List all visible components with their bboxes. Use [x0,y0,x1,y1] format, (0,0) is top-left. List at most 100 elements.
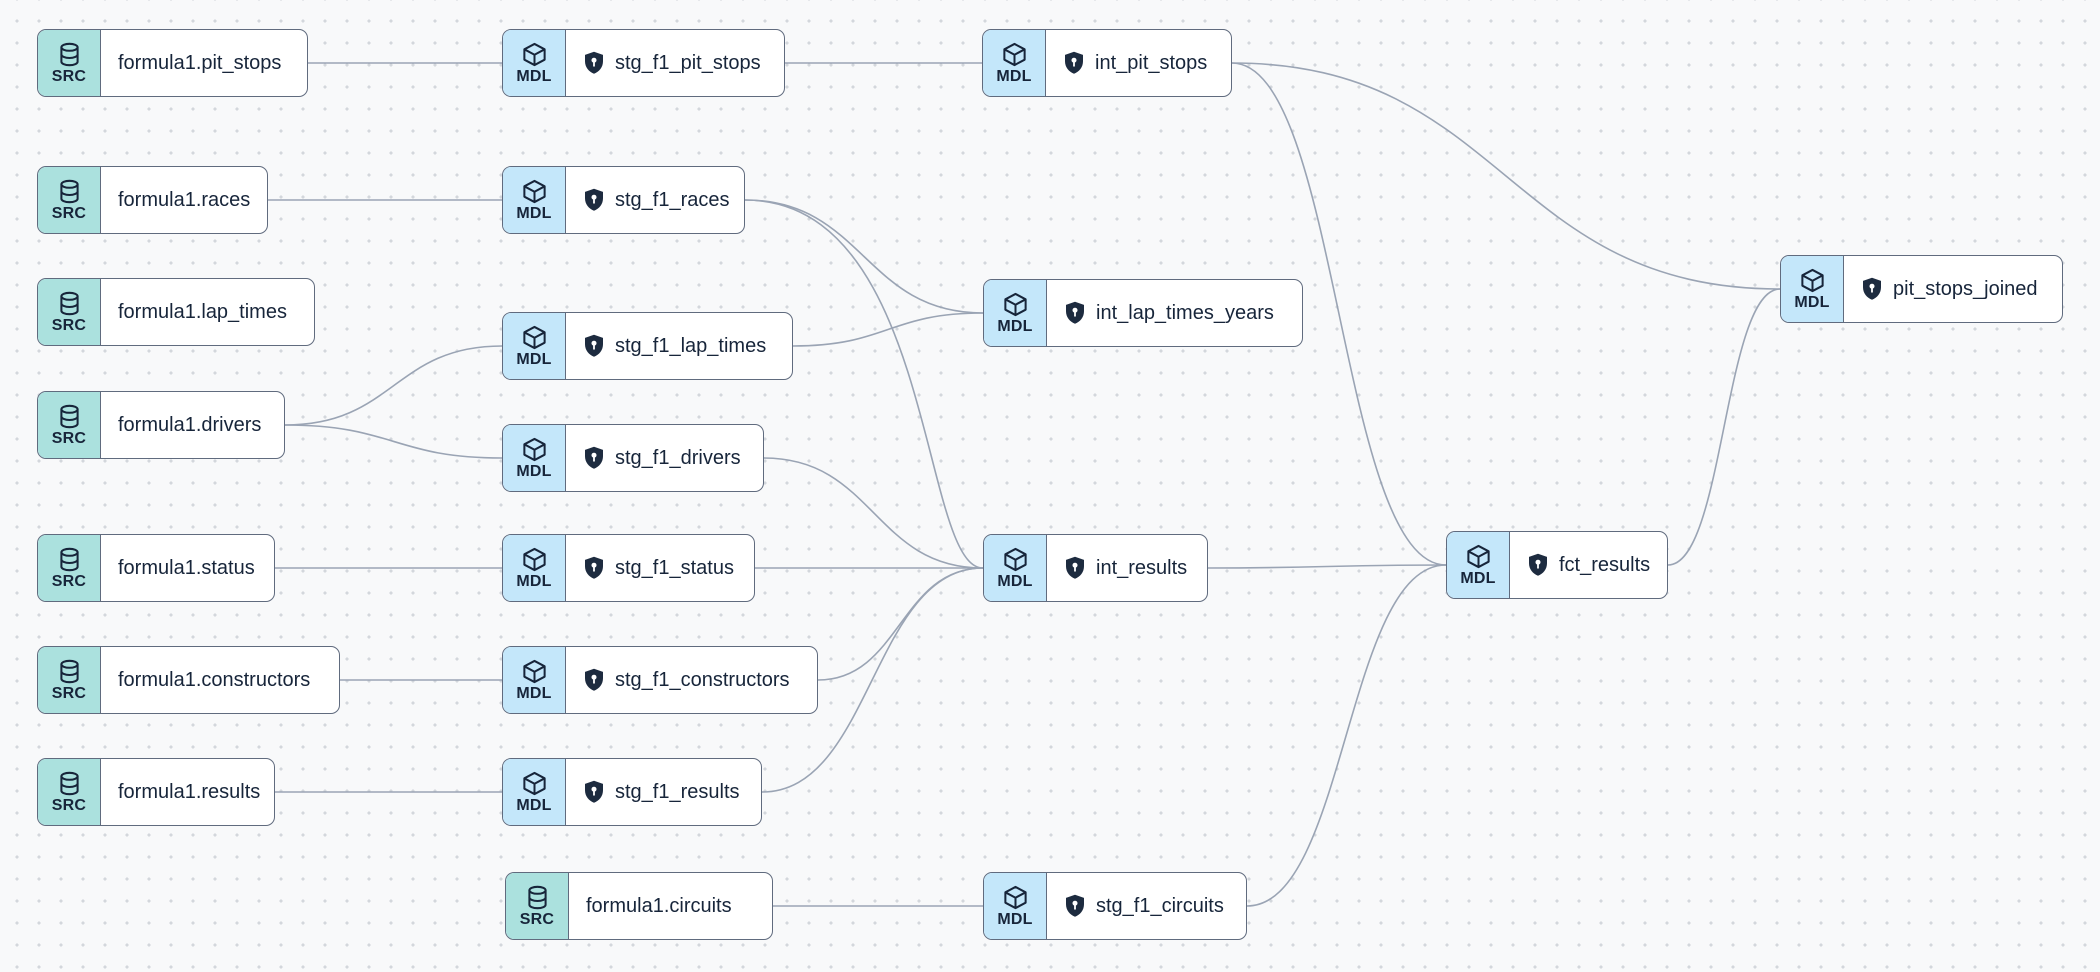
shield-icon [585,334,603,357]
badge-label: MDL [516,463,552,480]
node-label: formula1.status [118,556,255,579]
node-stg-f1-circuits[interactable]: MDL stg_f1_circuits [983,872,1247,940]
node-label: pit_stops_joined [1893,277,2038,300]
badge-label: SRC [51,685,87,702]
database-icon [59,179,79,204]
node-stg-f1-pit-stops[interactable]: MDL stg_f1_pit_stops [502,29,785,97]
cube-icon [522,325,546,350]
node-formula1-drivers[interactable]: SRC formula1.drivers [37,391,285,459]
database-icon [527,885,547,910]
database-icon [59,659,79,684]
node-label: stg_f1_circuits [1096,894,1224,917]
node-int-pit-stops[interactable]: MDL int_pit_stops [982,29,1232,97]
edge-stg-f1-lap-times-to-int-lap-times-years [792,312,984,347]
node-formula1-results[interactable]: SRC formula1.results [37,758,275,826]
node-label: formula1.pit_stops [118,51,282,74]
node-label: stg_f1_status [615,556,734,579]
cube-icon [522,547,546,572]
node-label: fct_results [1559,553,1651,576]
edge-fct-results-to-pit-stops-joined [1667,288,1781,566]
node-label: formula1.races [118,188,251,211]
shield-icon [1529,553,1547,576]
node-pit-stops-joined[interactable]: MDL pit_stops_joined [1780,255,2063,323]
node-formula1-status[interactable]: SRC formula1.status [37,534,275,602]
shield-icon [585,51,603,74]
model-badge: MDL [503,313,566,379]
node-stg-f1-races[interactable]: MDL stg_f1_races [502,166,745,234]
shield-icon [585,556,603,579]
cube-icon [522,771,546,796]
node-label: int_pit_stops [1095,51,1208,74]
node-label: formula1.results [118,780,261,803]
node-formula1-lap-times[interactable]: SRC formula1.lap_times [37,278,315,346]
model-badge: MDL [503,167,566,233]
badge-label: MDL [516,68,552,85]
badge-label: MDL [996,68,1032,85]
node-fct-results[interactable]: MDL fct_results [1446,531,1668,599]
source-badge: SRC [38,392,101,458]
node-label: formula1.constructors [118,668,311,691]
node-stg-f1-results[interactable]: MDL stg_f1_results [502,758,762,826]
node-label: stg_f1_races [615,188,730,211]
model-badge: MDL [984,873,1047,939]
badge-label: MDL [997,318,1033,335]
database-icon [59,42,79,67]
node-label: int_lap_times_years [1096,301,1274,324]
model-badge: MDL [983,30,1046,96]
edge-int-pit-stops-to-fct-results [1231,62,1447,566]
source-badge: SRC [38,535,101,601]
model-badge: MDL [1781,256,1844,322]
edge-stg-f1-races-to-int-results [744,199,984,569]
node-label: formula1.circuits [586,894,732,917]
cube-icon [1002,42,1026,67]
badge-label: MDL [516,573,552,590]
database-icon [59,404,79,429]
node-formula1-races[interactable]: SRC formula1.races [37,166,268,234]
model-badge: MDL [503,425,566,491]
cube-icon [1003,885,1027,910]
node-stg-f1-drivers[interactable]: MDL stg_f1_drivers [502,424,764,492]
node-int-lap-times-years[interactable]: MDL int_lap_times_years [983,279,1303,347]
node-formula1-circuits[interactable]: SRC formula1.circuits [505,872,773,940]
source-badge: SRC [38,279,101,345]
cube-icon [522,179,546,204]
badge-label: MDL [516,797,552,814]
badge-label: SRC [519,911,555,928]
badge-label: SRC [51,430,87,447]
edge-int-pit-stops-to-pit-stops-joined [1231,62,1781,290]
source-badge: SRC [38,759,101,825]
node-formula1-constructors[interactable]: SRC formula1.constructors [37,646,340,714]
shield-icon [1066,894,1084,917]
source-badge: SRC [38,30,101,96]
model-badge: MDL [503,647,566,713]
cube-icon [522,659,546,684]
edge-stg-f1-circuits-to-fct-results [1246,564,1447,907]
node-label: stg_f1_lap_times [615,334,767,357]
source-badge: SRC [38,167,101,233]
badge-label: SRC [51,573,87,590]
shield-icon [585,780,603,803]
edge-stg-f1-races-to-int-lap-times-years [744,199,984,314]
cube-icon [1466,544,1490,569]
node-label: int_results [1096,556,1188,579]
node-label: stg_f1_pit_stops [615,51,761,74]
node-stg-f1-status[interactable]: MDL stg_f1_status [502,534,755,602]
shield-icon [1863,277,1881,300]
badge-label: MDL [516,205,552,222]
badge-label: SRC [51,797,87,814]
badge-label: MDL [997,911,1033,928]
badge-label: MDL [1460,570,1496,587]
shield-icon [1066,301,1084,324]
node-stg-f1-constructors[interactable]: MDL stg_f1_constructors [502,646,818,714]
node-stg-f1-lap-times[interactable]: MDL stg_f1_lap_times [502,312,793,380]
model-badge: MDL [503,30,566,96]
badge-label: MDL [516,685,552,702]
edge-src-drivers-to-stg-f1-lap-times [284,345,503,426]
node-int-results[interactable]: MDL int_results [983,534,1208,602]
node-label: stg_f1_drivers [615,446,741,469]
shield-icon [585,188,603,211]
shield-icon [1065,51,1083,74]
node-formula1-pit-stops[interactable]: SRC formula1.pit_stops [37,29,308,97]
